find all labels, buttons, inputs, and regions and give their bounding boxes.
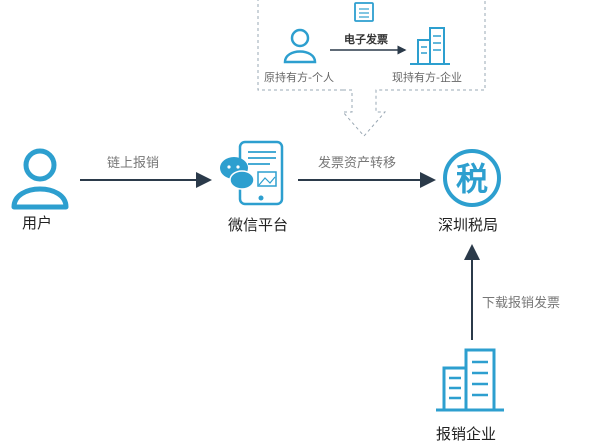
building-icon	[410, 27, 450, 65]
user-icon	[11, 148, 69, 210]
invoice-label: 电子发票	[344, 33, 388, 46]
invoice-icon	[354, 2, 374, 22]
tax-char: 税	[456, 160, 488, 198]
ownership-transfer-box	[257, 0, 486, 137]
company-label: 报销企业	[436, 425, 497, 443]
current-holder-label: 现持有方-企业	[392, 71, 462, 84]
user-label: 用户	[22, 214, 53, 232]
wechat-platform-icon	[220, 140, 284, 206]
tax-bureau-icon: 税	[443, 149, 501, 207]
original-holder-label: 原持有方-个人	[264, 71, 334, 84]
wechat-label: 微信平台	[228, 216, 289, 234]
company-building-icon	[436, 348, 504, 412]
transfer-box-border	[257, 0, 486, 91]
person-icon	[283, 28, 317, 64]
user-to-wechat-label: 链上报销	[107, 156, 160, 171]
transfer-down-arrow	[341, 89, 387, 137]
company-to-tax-label: 下载报销发票	[482, 296, 561, 311]
tax-bureau-label: 深圳税局	[438, 216, 499, 234]
wechat-to-tax-label: 发票资产转移	[318, 156, 397, 171]
